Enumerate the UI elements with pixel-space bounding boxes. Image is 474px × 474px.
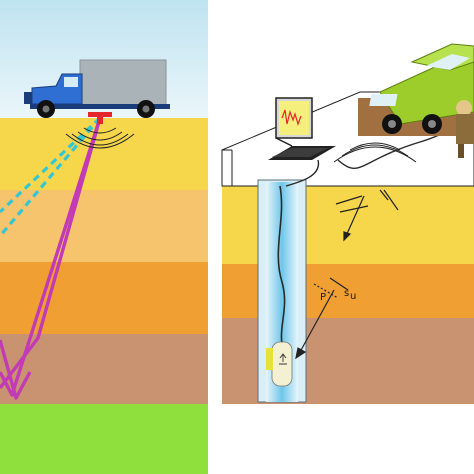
source-wave-arcs [65,127,135,149]
magenta-ray-paths [0,117,102,400]
cyan-ray-paths [0,116,102,238]
label-s-wave: s [344,288,349,299]
panel-divider [208,0,220,474]
pickup-truck [358,43,474,158]
downhole-cable [277,185,286,353]
truck-chassis [30,104,170,109]
seismic-truck [24,59,170,124]
truck-box [79,59,167,109]
left-panel [0,0,208,474]
layer-brown [0,334,208,404]
wave-arrows [295,189,399,360]
layer-green [0,404,208,474]
layer-light-orange [0,190,208,262]
layer-yellow [0,118,208,190]
truck-grill [24,92,32,104]
label-s-wave-subscript: u [350,291,356,302]
surface-wave-arcs [333,142,417,163]
laptop-recorder [268,97,336,160]
label-p-wave: P [320,292,326,303]
vibrator-source-plate [88,112,112,117]
layer-orange [0,262,208,334]
borehole [257,179,307,403]
right-panel: P s u [220,0,474,474]
truck-window [64,77,78,87]
